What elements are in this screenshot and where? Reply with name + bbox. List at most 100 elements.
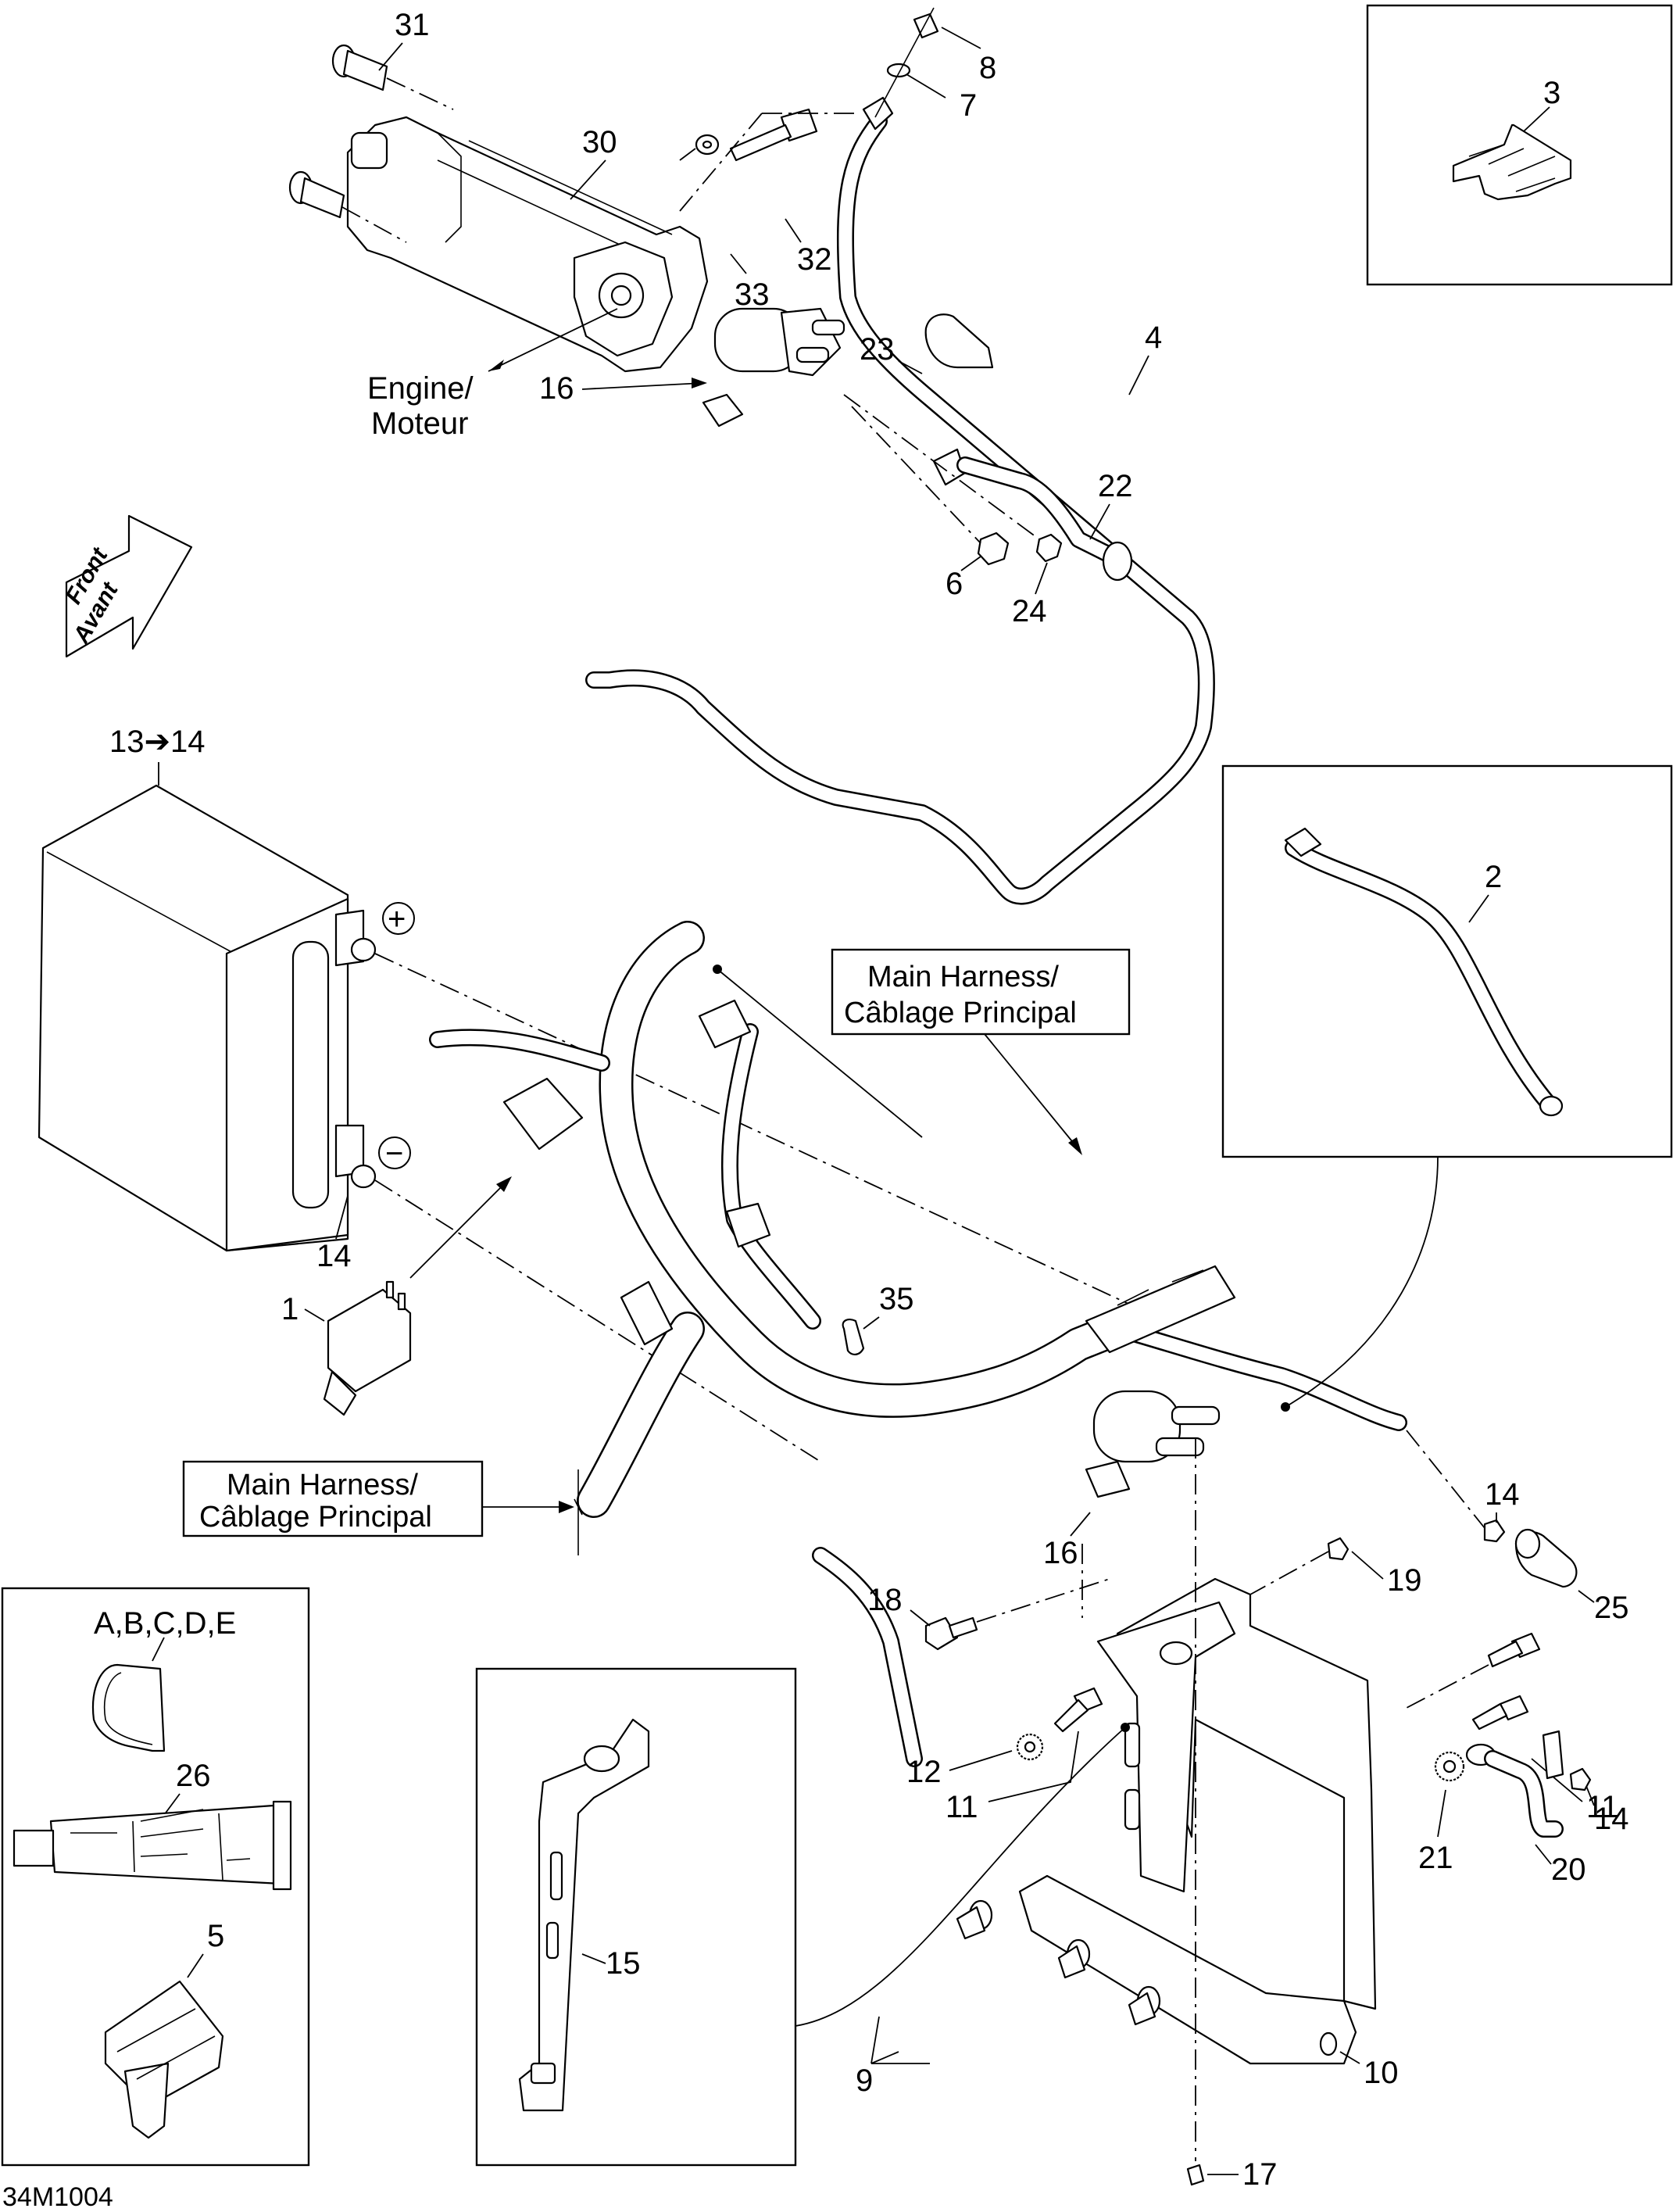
plug-35[interactable] xyxy=(842,1318,865,1355)
harness-connector-mid[interactable] xyxy=(725,1202,771,1248)
bolt-32[interactable] xyxy=(729,108,818,162)
washer-7[interactable] xyxy=(886,63,911,78)
drawing-code: 34M1004 xyxy=(2,2182,113,2212)
callout-32: 32 xyxy=(797,242,832,277)
nut-14-low[interactable] xyxy=(1569,1767,1592,1791)
bracket-15[interactable] xyxy=(518,1718,650,2112)
callout-30: 30 xyxy=(582,125,617,159)
positive-terminal-symbol: + xyxy=(382,902,415,936)
nut-8[interactable] xyxy=(913,13,939,39)
callout-15: 15 xyxy=(606,1946,641,1981)
callout-3: 3 xyxy=(1543,76,1560,110)
washer-33[interactable] xyxy=(695,134,720,156)
accessories-detail-box: A,B,C,D,E 26 5 xyxy=(1,1587,310,2167)
grommet-9b[interactable] xyxy=(1057,1938,1091,1979)
engine-note-line1: Engine/ xyxy=(367,371,474,406)
callout-14-low: 14 xyxy=(1594,1802,1629,1836)
callout-7: 7 xyxy=(960,88,977,123)
callout-abcde: A,B,C,D,E xyxy=(94,1606,236,1641)
callout-14-right: 14 xyxy=(1485,1477,1520,1512)
callout-23: 23 xyxy=(860,332,895,367)
bolt-31-lower[interactable] xyxy=(288,170,345,219)
callout-35: 35 xyxy=(879,1282,914,1316)
callout-33: 33 xyxy=(735,277,770,312)
callout-10: 10 xyxy=(1364,2056,1399,2090)
bolt-18[interactable] xyxy=(924,1616,978,1651)
callout-24: 24 xyxy=(1012,594,1047,628)
dielectric-grease-tube-26[interactable] xyxy=(13,1800,292,1891)
starter-solenoid-16[interactable] xyxy=(702,307,845,428)
nut-19[interactable] xyxy=(1327,1537,1349,1561)
callout-19: 19 xyxy=(1387,1563,1422,1598)
starter-cable-22[interactable] xyxy=(932,448,1133,582)
starter-motor[interactable] xyxy=(346,116,709,373)
harness-connector-lower[interactable] xyxy=(620,1280,674,1346)
fuse-detail-box: 3 xyxy=(1366,4,1673,286)
fuse-part[interactable] xyxy=(1452,123,1572,201)
svg-text:+: + xyxy=(388,902,406,936)
svg-text:Câblage Principal: Câblage Principal xyxy=(844,997,1077,1029)
fuse-holder-block[interactable] xyxy=(1085,1265,1236,1354)
ground-cable-detail-box: 2 xyxy=(1221,764,1673,1158)
engine-note-line2: Moteur xyxy=(371,406,469,441)
grommet-9a[interactable] xyxy=(956,1899,993,1940)
nut-6[interactable] xyxy=(977,532,1010,566)
svg-text:−: − xyxy=(385,1136,403,1171)
terminal-boot-23[interactable] xyxy=(924,313,994,369)
callout-12: 12 xyxy=(906,1755,942,1789)
callout-5: 5 xyxy=(207,1919,224,1953)
battery-tray-10[interactable] xyxy=(1018,1577,1377,2065)
callout-18: 18 xyxy=(867,1583,903,1617)
starter-solenoid-16-installed[interactable] xyxy=(1085,1390,1221,1498)
harness-connector-relay[interactable] xyxy=(502,1077,584,1151)
callout-13-14: 13➔14 xyxy=(109,725,206,759)
negative-terminal-symbol: − xyxy=(378,1136,411,1171)
callout-31: 31 xyxy=(395,8,430,42)
callout-20: 20 xyxy=(1551,1852,1586,1887)
bracket-detail-box: 15 xyxy=(475,1667,797,2167)
harness-connector-upper[interactable] xyxy=(698,999,752,1049)
callout-11-right: 11 xyxy=(1586,1790,1619,1824)
callout-2: 2 xyxy=(1485,860,1502,894)
callout-11-left: 11 xyxy=(946,1790,978,1824)
callout-1: 1 xyxy=(281,1292,298,1326)
bolt-11-right-upper[interactable] xyxy=(1487,1632,1541,1668)
svg-text:Main Harness/: Main Harness/ xyxy=(227,1469,418,1502)
battery-13[interactable] xyxy=(38,784,377,1252)
callout-6: 6 xyxy=(946,567,963,601)
ground-cable-2[interactable] xyxy=(1284,827,1564,1117)
screw-17[interactable] xyxy=(1186,2164,1205,2186)
bolt-11-right-lower[interactable] xyxy=(1471,1695,1529,1731)
callout-21: 21 xyxy=(1418,1841,1453,1875)
ground-strap-20[interactable] xyxy=(1465,1730,1564,1838)
star-washer-12[interactable] xyxy=(1016,1733,1044,1761)
cable-tie-abcde[interactable] xyxy=(91,1663,166,1752)
main-harness-note-lower: Main Harness/ Câblage Principal xyxy=(182,1460,484,1537)
star-washer-21[interactable] xyxy=(1434,1751,1465,1782)
front-direction-arrow: Front Avant xyxy=(60,514,193,658)
svg-text:Main Harness/: Main Harness/ xyxy=(867,961,1059,993)
bolt-11-left[interactable] xyxy=(1053,1687,1103,1733)
callout-4: 4 xyxy=(1145,320,1162,355)
callout-25: 25 xyxy=(1594,1591,1629,1625)
main-harness-note-upper: Main Harness/ Câblage Principal xyxy=(831,948,1131,1036)
callout-16-top: 16 xyxy=(539,371,574,406)
callout-8: 8 xyxy=(979,51,996,85)
main-harness[interactable] xyxy=(429,921,1407,1767)
callout-14-battery: 14 xyxy=(316,1239,352,1273)
callout-26: 26 xyxy=(176,1759,211,1793)
relay-1[interactable] xyxy=(323,1280,412,1416)
callout-16-mid: 16 xyxy=(1043,1536,1078,1570)
terminal-boot-25[interactable] xyxy=(1514,1528,1578,1588)
bracket-reference-dot xyxy=(1121,1723,1130,1732)
callout-22: 22 xyxy=(1098,469,1133,503)
harness-clip-5[interactable] xyxy=(104,1980,224,2139)
svg-text:Câblage Principal: Câblage Principal xyxy=(199,1501,432,1534)
callout-17: 17 xyxy=(1242,2157,1278,2192)
nut-24[interactable] xyxy=(1035,533,1063,563)
bolt-31-upper[interactable] xyxy=(331,44,388,91)
ground-cable-reference-dot xyxy=(1281,1402,1290,1412)
grommet-9c[interactable] xyxy=(1128,1985,1161,2026)
nut-14-right[interactable] xyxy=(1483,1519,1506,1543)
